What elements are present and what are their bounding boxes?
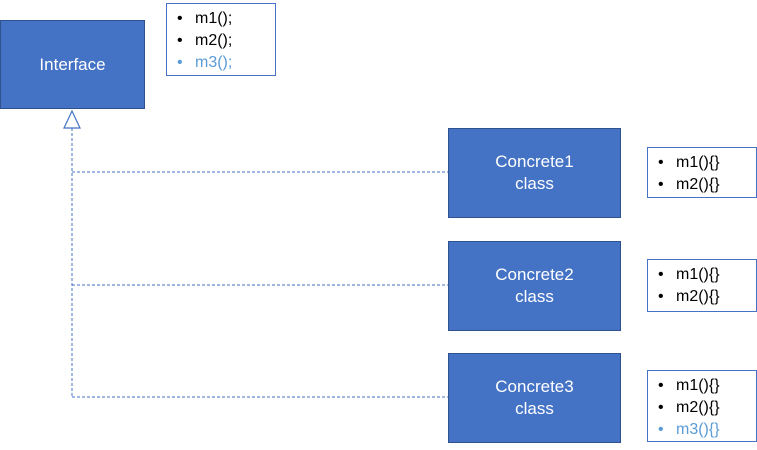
method-item-added: •m3(); [175,52,267,74]
concrete1-class-label: class [515,174,554,193]
interface-methods: •m1(); •m2(); •m3(); [166,3,276,76]
method-item-added: •m3(){} [656,419,748,441]
concrete2-name: Concrete2 [495,265,574,284]
method-item: •m2(){} [656,174,748,196]
bullet-icon: • [658,399,664,416]
realization-arrowhead [63,109,81,129]
concrete1-box: Concrete1 class [448,128,621,218]
concrete3-class-label: class [515,399,554,418]
concrete2-box: Concrete2 class [448,241,621,331]
method-item: •m1(); [175,8,267,30]
bullet-icon: • [658,266,664,283]
interface-label: Interface [39,54,106,74]
bullet-icon: • [658,154,664,171]
method-item: •m1(){} [656,152,748,174]
method-item: •m2(){} [656,286,748,308]
concrete1-name: Concrete1 [495,152,574,171]
bullet-icon: • [658,377,664,394]
method-item: •m2(){} [656,397,748,419]
concrete2-methods: •m1(){} •m2(){} [647,259,757,312]
concrete2-class-label: class [515,287,554,306]
bullet-icon: • [177,54,183,71]
method-item: •m1(){} [656,264,748,286]
concrete3-name: Concrete3 [495,377,574,396]
concrete3-methods: •m1(){} •m2(){} •m3(){} [647,370,757,442]
bullet-icon: • [658,288,664,305]
interface-box: Interface [0,20,145,109]
concrete3-box: Concrete3 class [448,353,621,443]
method-item: •m2(); [175,30,267,52]
concrete1-methods: •m1(){} •m2(){} [647,147,757,198]
method-item: •m1(){} [656,375,748,397]
bullet-icon: • [658,421,664,438]
bullet-icon: • [177,10,183,27]
bullet-icon: • [658,176,664,193]
bullet-icon: • [177,32,183,49]
